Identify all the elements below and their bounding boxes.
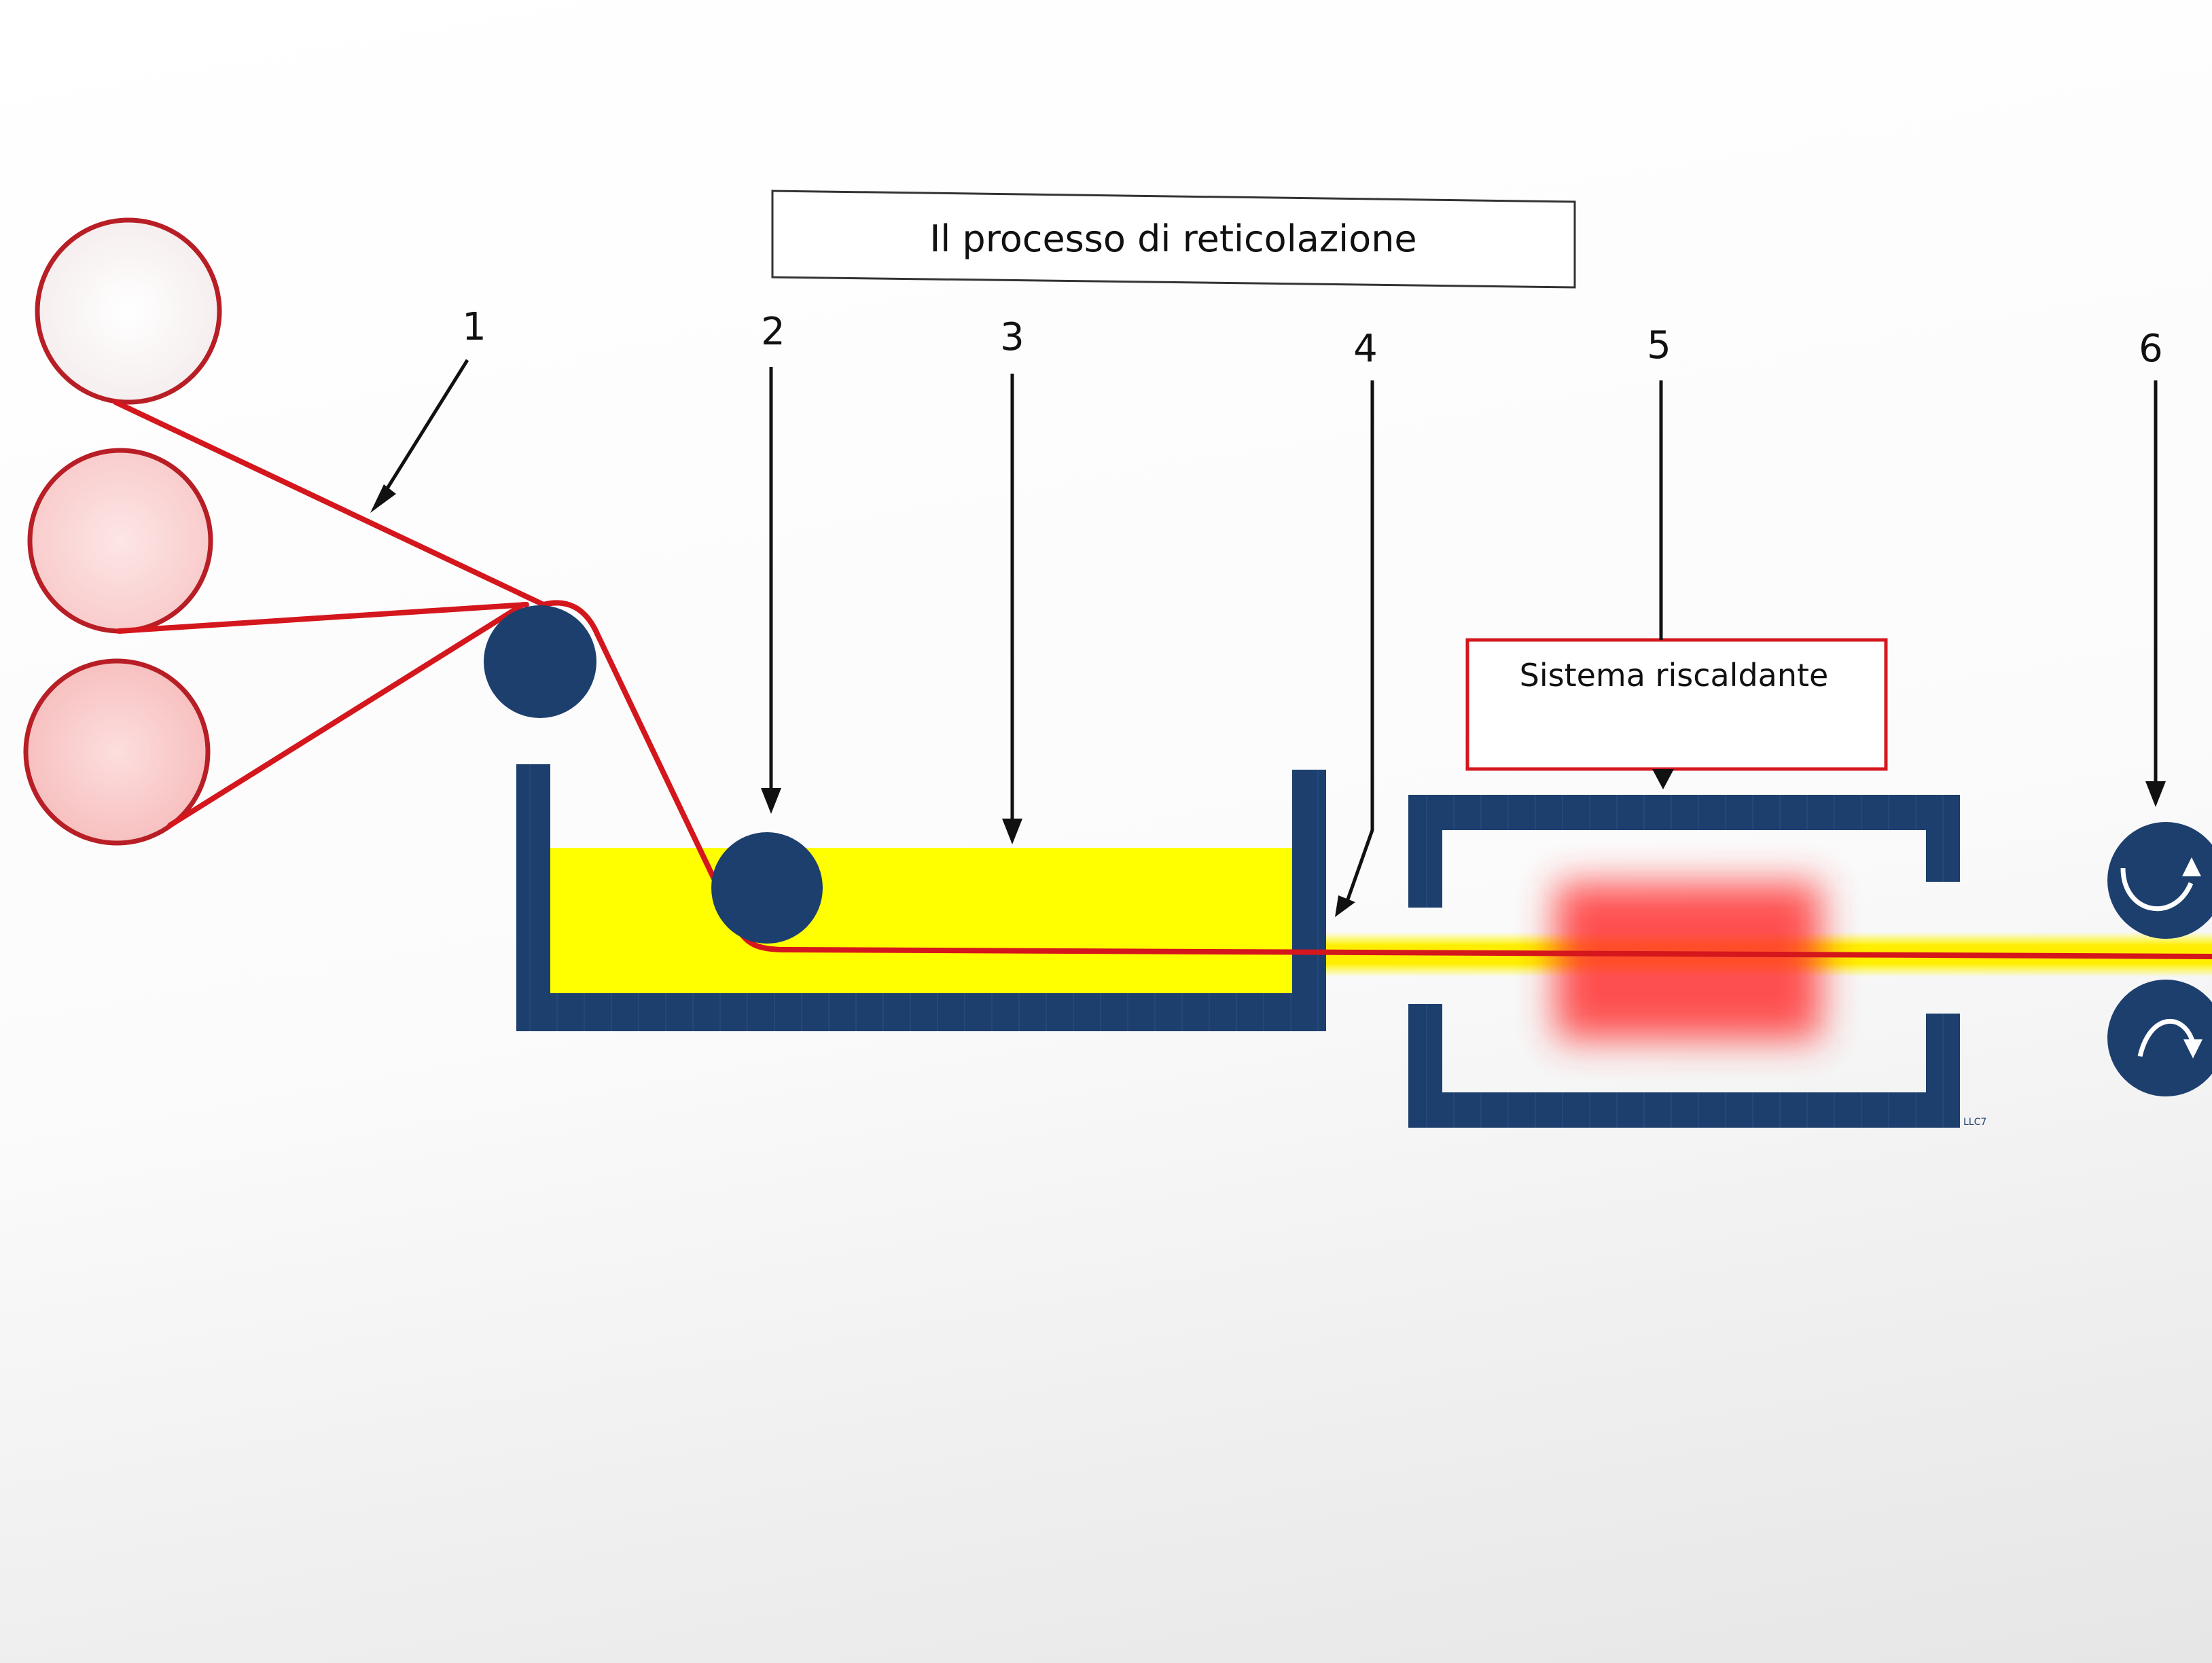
- bath-roller: [711, 832, 823, 944]
- upper-puller-roller: [2107, 822, 2212, 939]
- resin-bath: [516, 764, 1326, 1031]
- callout-1: 1: [462, 305, 486, 349]
- callout-3: 3: [1000, 315, 1024, 359]
- rotate-ccw-icon: [2120, 868, 2194, 911]
- resin-liquid: [550, 848, 1298, 1004]
- heating-label-box: Sistema riscaldante: [1465, 638, 1888, 789]
- callout-5: 5: [1647, 323, 1671, 368]
- heat-zone: [1556, 883, 1821, 1039]
- supply-spools: [23, 217, 222, 846]
- diagram-title: Il processo di reticolazione: [929, 217, 1416, 260]
- pulling-rollers: [2107, 822, 2212, 1096]
- fiber-strands: [113, 399, 546, 828]
- callout-arrows: [378, 359, 2158, 908]
- callout-4: 4: [1353, 327, 1378, 371]
- callout-2: 2: [761, 310, 785, 354]
- spool-2: [27, 448, 213, 634]
- rotate-cw-icon: [2137, 1018, 2196, 1057]
- heating-oven: LLC7: [1408, 795, 1986, 1128]
- title-box: Il processo di reticolazione: [771, 190, 1576, 289]
- guide-roller: [484, 605, 596, 718]
- main-fiber-path: [541, 600, 2212, 959]
- spool-1: [35, 217, 222, 405]
- callout-numbers: 1 2 3 4 5 6: [462, 305, 2163, 371]
- callout-arrowheads: [370, 484, 2166, 917]
- heating-label: Sistema riscaldante: [1520, 657, 1829, 694]
- spool-3: [23, 658, 211, 846]
- callout-6: 6: [2139, 327, 2163, 371]
- lower-puller-roller: [2107, 980, 2212, 1096]
- watermark-text: LLC7: [1963, 1117, 1986, 1128]
